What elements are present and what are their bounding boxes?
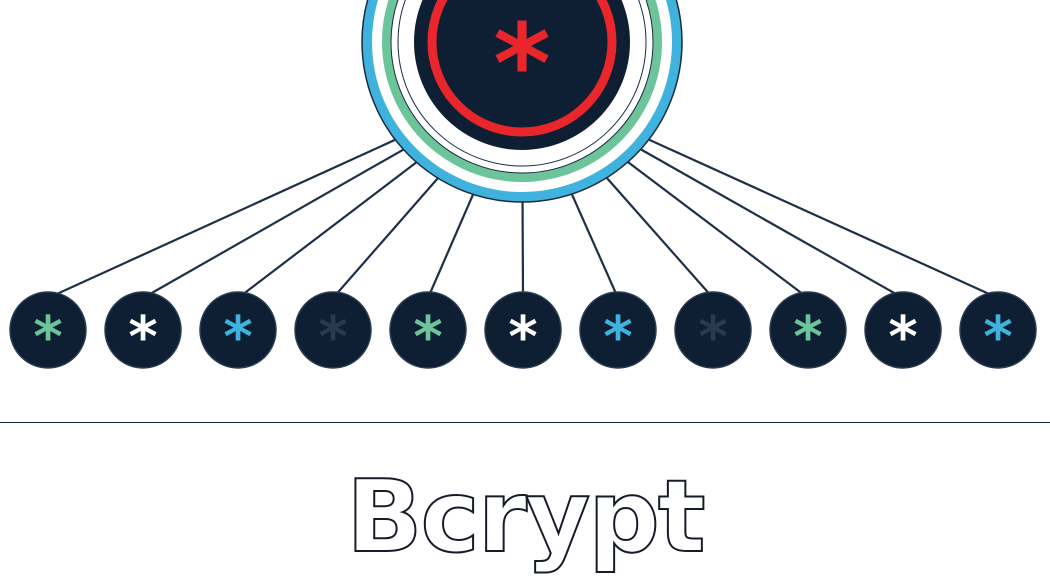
leaf-node-circle — [104, 291, 182, 369]
asterisk-icon: * — [793, 305, 822, 370]
leaf-node-circle — [864, 291, 942, 369]
asterisk-icon: * — [603, 305, 632, 370]
asterisk-icon: * — [698, 305, 727, 370]
hub-red-ring — [427, 0, 617, 137]
leaf-nodes: * * * * * * * * * * * — [9, 291, 1037, 370]
leaf-node: * — [389, 291, 467, 370]
hub-asterisk-icon: * — [493, 0, 551, 128]
leaf-node: * — [9, 291, 87, 370]
leaf-node: * — [294, 291, 372, 370]
leaf-node-circle — [199, 291, 277, 369]
leaf-node: * — [959, 291, 1037, 370]
asterisk-icon: * — [508, 305, 537, 370]
leaf-node-circle — [959, 291, 1037, 369]
leaf-node: * — [674, 291, 752, 370]
leaf-node: * — [199, 291, 277, 370]
asterisk-icon: * — [983, 305, 1012, 370]
asterisk-icon: * — [223, 305, 252, 370]
leaf-node: * — [864, 291, 942, 370]
divider — [0, 422, 1050, 423]
leaf-node-circle — [294, 291, 372, 369]
asterisk-icon: * — [318, 305, 347, 370]
leaf-node: * — [484, 291, 562, 370]
hub-node: * — [361, 0, 683, 203]
leaf-node-circle — [484, 291, 562, 369]
asterisk-icon: * — [128, 305, 157, 370]
page-title: Bcrypt — [345, 457, 706, 576]
leaf-node-circle — [674, 291, 752, 369]
leaf-node-circle — [769, 291, 847, 369]
leaf-node-circle — [579, 291, 657, 369]
asterisk-icon: * — [33, 305, 62, 370]
asterisk-icon: * — [888, 305, 917, 370]
leaf-node-circle — [9, 291, 87, 369]
leaf-node: * — [104, 291, 182, 370]
leaf-node-circle — [389, 291, 467, 369]
leaf-node: * — [579, 291, 657, 370]
asterisk-icon: * — [413, 305, 442, 370]
leaf-node: * — [769, 291, 847, 370]
